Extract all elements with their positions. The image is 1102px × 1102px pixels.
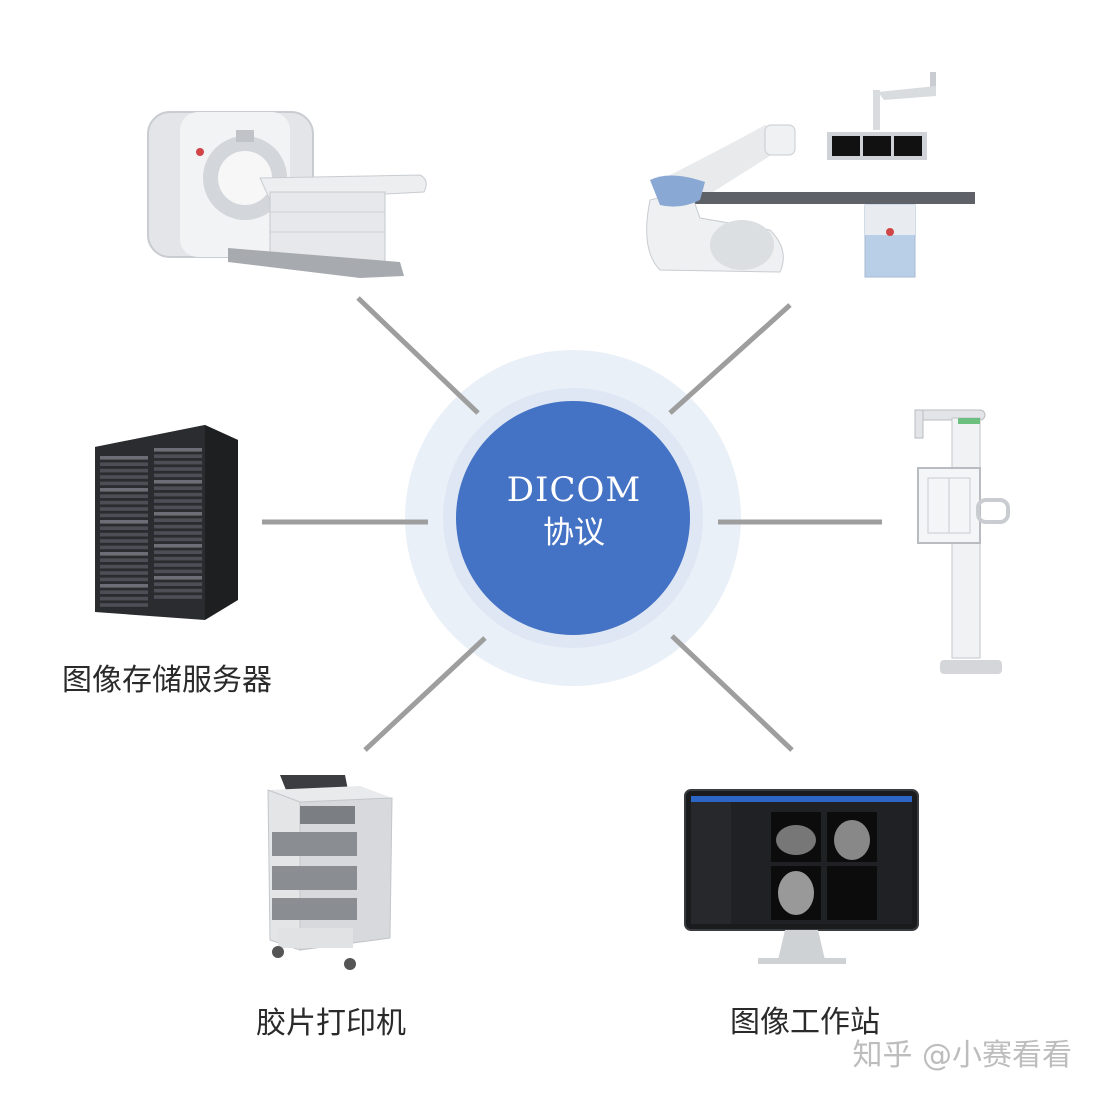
- connector-workstation: [670, 634, 794, 752]
- rack-drive-row: [154, 537, 202, 542]
- node-label-workstation: 图像工作站: [730, 1005, 880, 1040]
- rack-drive-row: [100, 603, 148, 607]
- rack-drive-row: [154, 512, 202, 516]
- center-circle: [456, 401, 690, 635]
- rack-drive-row: [154, 505, 202, 510]
- rack-drive-row: [100, 488, 148, 492]
- rack-drive-row: [100, 513, 148, 518]
- rack-drive-row: [100, 526, 148, 530]
- rack-drive-row: [154, 556, 202, 561]
- rack-drive-row: [100, 532, 148, 537]
- ct-scanner-icon: [147, 111, 427, 278]
- rack-drive-row: [154, 467, 202, 471]
- rack-drive-row: [100, 590, 148, 594]
- rack-drive-row: [100, 545, 148, 550]
- rack-drive-row: [100, 558, 148, 562]
- connector-ct: [356, 296, 480, 415]
- rack-drive-row: [154, 582, 202, 586]
- workstation-monitor-icon: [684, 789, 919, 964]
- rack-drive-row: [154, 454, 202, 458]
- rack-drive-row: [154, 595, 202, 599]
- rack-drive-row: [100, 468, 148, 473]
- watermark: 知乎 @小赛看看: [852, 1038, 1072, 1073]
- rack-drive-row: [154, 518, 202, 522]
- rack-drive-row: [154, 576, 202, 580]
- connector-dsa: [668, 303, 792, 415]
- rack-drive-row: [100, 571, 148, 575]
- rack-drive-row: [154, 544, 202, 548]
- rack-drive-row: [100, 456, 148, 460]
- rack-drive-row: [100, 577, 148, 582]
- center-title: DICOM: [506, 470, 642, 510]
- rack-drive-row: [154, 460, 202, 465]
- rack-drive-row: [154, 588, 202, 593]
- center-label: DICOM 协议: [456, 470, 692, 552]
- rack-drive-row: [154, 473, 202, 478]
- rack-drive-row: [154, 480, 202, 484]
- rack-drive-row: [100, 539, 148, 543]
- center-subtitle: 协议: [543, 514, 605, 551]
- rack-drive-row: [100, 494, 148, 498]
- rack-drive-row: [154, 448, 202, 452]
- rack-drive-row: [100, 520, 148, 524]
- film-printer-icon: [267, 775, 393, 970]
- rack-drive-row: [154, 492, 202, 497]
- rack-drive-row: [100, 475, 148, 479]
- rack-drive-row: [154, 499, 202, 503]
- rack-drive-row: [100, 584, 148, 588]
- rack-drive-row: [154, 531, 202, 535]
- node-label-server: 图像存储服务器: [62, 663, 272, 698]
- rack-drive-row: [100, 481, 148, 486]
- rack-drive-row: [154, 569, 202, 574]
- digital-radiography-icon: [914, 409, 1010, 674]
- rack-drive-row: [100, 564, 148, 569]
- connector-printer: [363, 636, 487, 752]
- rack-drive-row: [154, 524, 202, 529]
- rack-drive-row: [100, 500, 148, 505]
- rack-drive-row: [154, 563, 202, 567]
- rack-drive-row: [154, 550, 202, 554]
- rack-drive-row: [100, 462, 148, 466]
- server-rack-icon: [95, 425, 238, 620]
- rack-drive-row: [100, 552, 148, 556]
- rack-drive-row: [100, 596, 148, 601]
- rack-drive-row: [100, 507, 148, 511]
- node-label-printer: 胶片打印机: [256, 1006, 406, 1041]
- rack-drive-row: [154, 486, 202, 490]
- angiography-system-icon: [646, 72, 975, 278]
